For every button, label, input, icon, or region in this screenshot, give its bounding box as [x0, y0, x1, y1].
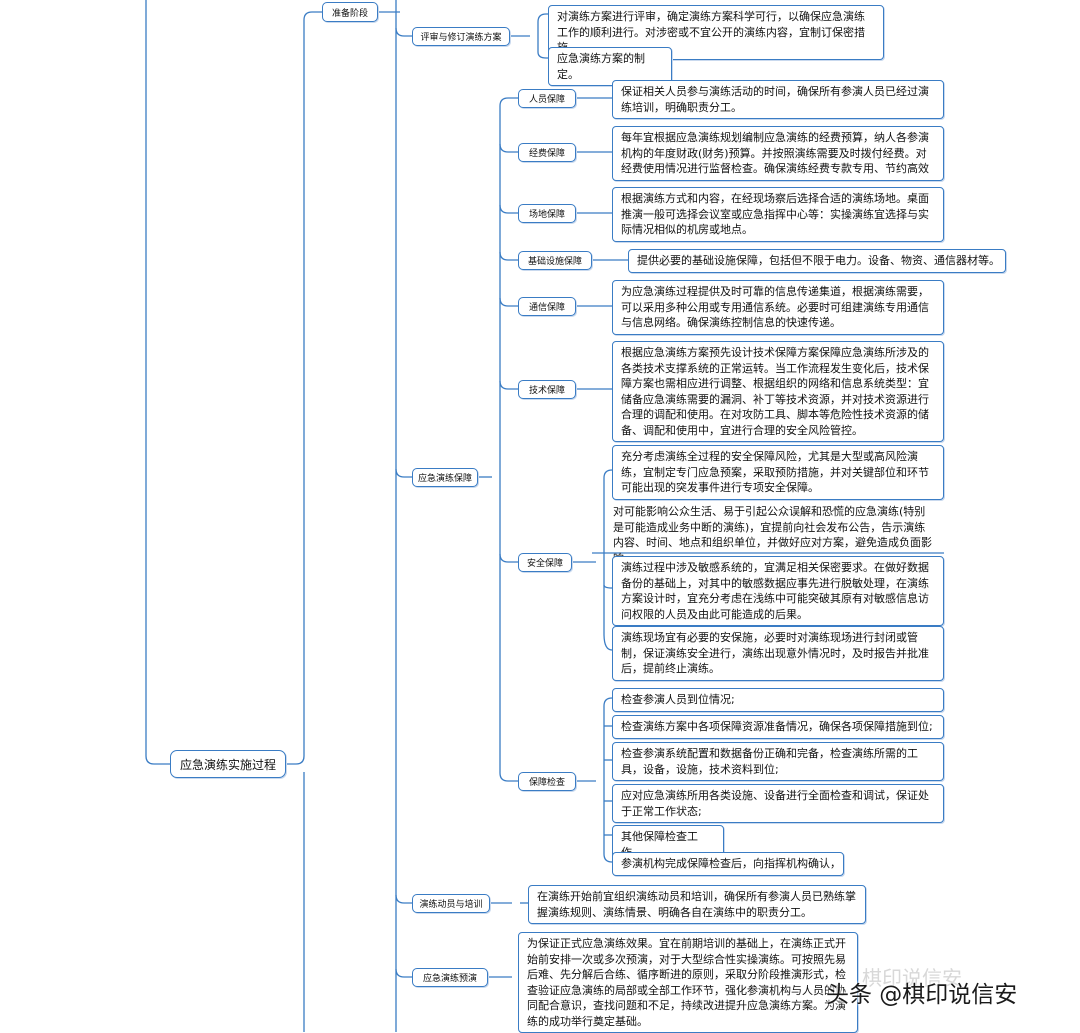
node-funding[interactable]: 经费保障 — [518, 143, 576, 162]
safety-leaf-1: 充分考虑演练全过程的安全保障风险，尤其是大型或高风险演练，宜制定专门应急预案，采… — [612, 445, 944, 500]
watermark-ghost: 棋印说信安 — [862, 966, 962, 990]
check-leaf-6: 参演机构完成保障检查后，向指挥机构确认， — [612, 852, 844, 876]
branch-mobilize-node[interactable]: 演练动员与培训 — [412, 894, 490, 913]
comm-leaf: 为应急演练过程提供及时可靠的信息传递集道，根据演练需要，可以采用多种公用或专用通… — [612, 280, 944, 335]
branch-rehearsal-node[interactable]: 应急演练预演 — [412, 968, 488, 987]
check-leaf-2: 检查演练方案中各项保障资源准备情况，确保各项保障措施到位; — [612, 715, 944, 739]
check-leaf-4: 应对应急演练所用各类设施、设备进行全面检查和调试，保证处于正常工作状态; — [612, 784, 944, 823]
rehearsal-leaf: 为保证正式应急演练效果。宜在前期培训的基础上，在演练正式开始前安排一次或多次预演… — [518, 932, 858, 1033]
node-tech[interactable]: 技术保障 — [518, 380, 576, 399]
mobilize-leaf: 在演练开始前宜组织演练动员和培训，确保所有参演人员已熟练掌握演练规则、演练情景、… — [528, 885, 866, 924]
node-safety[interactable]: 安全保障 — [518, 553, 572, 572]
node-venue[interactable]: 场地保障 — [518, 204, 576, 223]
node-infra[interactable]: 基础设施保障 — [518, 251, 592, 270]
stage-prep-node[interactable]: 准备阶段 — [322, 2, 378, 22]
node-comm[interactable]: 通信保障 — [518, 297, 576, 316]
venue-leaf: 根据演练方式和内容，在经现场察后选择合适的演练场地。桌面推演一般可选择会议室或应… — [612, 187, 944, 242]
review-leaf-2: 应急演练方案的制定。 — [548, 47, 672, 86]
check-leaf-3: 检查参演系统配置和数据备份正确和完备，检查演练所需的工具，设备，设施，技术资料到… — [612, 742, 944, 781]
root-node[interactable]: 应急演练实施过程 — [170, 750, 286, 778]
node-check[interactable]: 保障检查 — [518, 772, 576, 791]
watermark: 头条 @棋印说信安 — [826, 982, 1018, 1008]
branch-review-node[interactable]: 评审与修订演练方案 — [412, 27, 510, 46]
tech-leaf: 根据应急演练方案预先设计技术保障方案保障应急演练所涉及的各类技术支撑系统的正常运… — [612, 341, 944, 442]
branch-guarantee-node[interactable]: 应急演练保障 — [412, 468, 478, 487]
safety-leaf-4: 演练现场宜有必要的安保施，必要时对演练现场进行封闭或管制，保证演练安全进行，演练… — [612, 626, 944, 681]
infra-leaf: 提供必要的基础设施保障，包括但不限于电力。设备、物资、通信器材等。 — [628, 249, 1006, 273]
safety-leaf-3: 演练过程中涉及敏感系统的，宜满足相关保密要求。在做好数据备份的基础上，对其中的敏… — [612, 556, 944, 626]
personnel-leaf: 保证相关人员参与演练活动的时间，确保所有参演人员已经过演练培训，明确职责分工。 — [612, 80, 944, 119]
funding-leaf: 每年宜根据应急演练规划编制应急演练的经费预算，纳人各参演机构的年度财政(财务)预… — [612, 126, 944, 181]
node-personnel[interactable]: 人员保障 — [518, 89, 576, 108]
check-leaf-1: 检查参演人员到位情况; — [612, 688, 944, 712]
